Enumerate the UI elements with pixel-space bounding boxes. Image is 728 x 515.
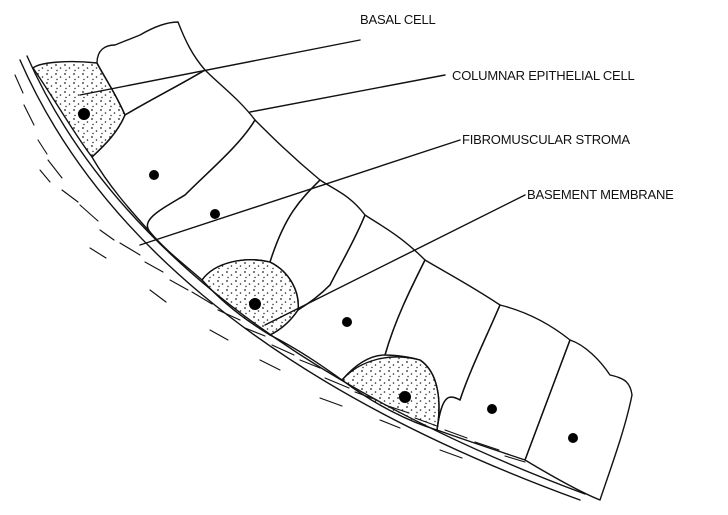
- basal-cell-3: [342, 357, 439, 430]
- columnar-cell-8: [525, 340, 632, 500]
- nucleus: [342, 317, 352, 327]
- label-basement-membrane: BASEMENT MEMBRANE: [527, 187, 674, 202]
- nucleus: [149, 170, 159, 180]
- columnar-cell-3: [147, 120, 320, 280]
- nucleus: [568, 433, 578, 443]
- basal-cell-leader: [80, 40, 360, 95]
- basement-membrane-leader: [265, 195, 525, 325]
- nucleus: [210, 209, 220, 219]
- label-fibromuscular-stroma: FIBROMUSCULAR STROMA: [462, 132, 630, 147]
- columnar-cell-7: [437, 305, 570, 460]
- label-columnar-epithelial-cell: COLUMNAR EPITHELIAL CELL: [452, 68, 635, 83]
- basal-cell-1: [33, 62, 125, 157]
- nucleus: [399, 391, 411, 403]
- nuclei: [78, 108, 578, 443]
- nucleus: [78, 108, 90, 120]
- nucleus: [487, 404, 497, 414]
- label-basal-cell: BASAL CELL: [360, 12, 436, 27]
- columnar-cell-leader: [250, 75, 445, 112]
- nucleus: [249, 298, 261, 310]
